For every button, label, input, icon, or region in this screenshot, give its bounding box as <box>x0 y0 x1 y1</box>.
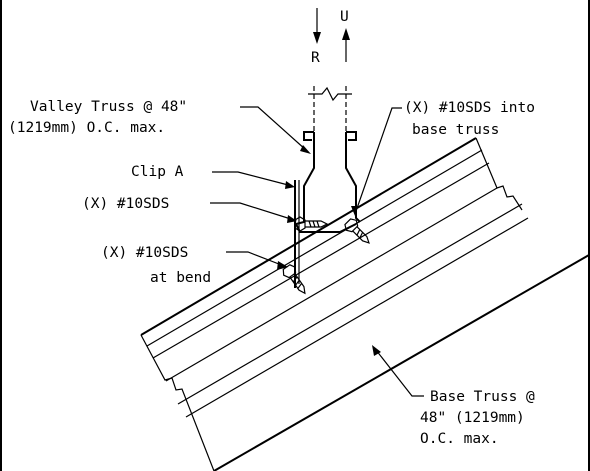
base-truss-left-break <box>140 334 215 471</box>
screws-bend-line-1: (X) #10SDS <box>101 245 188 261</box>
base-truss-line-2: 48" (1219mm) <box>420 410 525 426</box>
valley-bottom-seat <box>295 223 357 233</box>
base-truss-leader-arrow <box>372 345 381 356</box>
screws-vertical-leader-arrow <box>287 215 297 223</box>
callout-clip-a: Clip A <box>131 164 295 189</box>
screw-base-shank <box>352 226 370 244</box>
base-truss-line-3 <box>165 187 498 382</box>
base-truss <box>140 137 590 471</box>
valley-break-line <box>308 86 352 102</box>
base-truss-line-4 <box>177 203 523 405</box>
base-truss-line-3: O.C. max. <box>420 431 499 447</box>
base-truss-bottom-edge <box>213 254 590 471</box>
screw-at-bend <box>282 264 306 295</box>
screw-bend-head <box>282 264 297 279</box>
clip-a-label: Clip A <box>131 164 184 180</box>
screw-vertical <box>294 216 329 232</box>
callout-screws-vertical: (X) #10SDS <box>82 196 297 223</box>
callout-screws-base: (X) #10SDS into base truss <box>351 100 535 216</box>
base-truss-line-1: Base Truss @ <box>430 389 535 405</box>
base-truss-line-5 <box>185 217 529 418</box>
callout-base-truss: Base Truss @ 48" (1219mm) O.C. max. <box>372 345 535 447</box>
base-truss-top-edge <box>140 137 477 336</box>
screws-vertical-leader <box>210 202 295 221</box>
load-arrows: U R <box>311 8 350 66</box>
screws-base-leader <box>354 107 402 215</box>
screw-base-head <box>344 218 359 233</box>
base-truss-line-2 <box>152 162 490 359</box>
screws-base-line-2: base truss <box>412 122 499 138</box>
base-truss-leader <box>375 349 424 397</box>
clip-a-leader-arrow <box>285 181 295 189</box>
callout-valley-truss: Valley Truss @ 48" (1219mm) O.C. max. <box>8 99 311 154</box>
screws-base-line-1: (X) #10SDS into <box>404 100 535 116</box>
valley-truss-line-2: (1219mm) O.C. max. <box>8 120 165 136</box>
screws-vertical-label: (X) #10SDS <box>82 196 169 212</box>
screws-bend-leader-arrow <box>277 261 288 270</box>
screw-into-base <box>344 218 370 244</box>
base-truss-line-1 <box>146 149 483 347</box>
valley-truss-leader-arrow <box>300 145 311 154</box>
valley-right-web <box>345 132 361 223</box>
u-arrowhead <box>342 28 350 40</box>
callout-screws-bend: (X) #10SDS at bend <box>101 245 288 286</box>
screws-bend-leader <box>226 251 285 267</box>
valley-truss-leader <box>240 106 307 151</box>
screw-vertical-head <box>294 216 306 232</box>
screw-vertical-shank <box>305 220 329 228</box>
valley-truss <box>295 86 361 233</box>
valley-left-flange <box>303 131 314 141</box>
r-label: R <box>311 50 320 66</box>
valley-truss-line-1: Valley Truss @ 48" <box>30 99 187 115</box>
valley-left-web <box>295 132 315 225</box>
screws-bend-line-2: at bend <box>150 270 211 286</box>
r-arrowhead <box>313 32 321 44</box>
u-label: U <box>340 9 349 25</box>
base-truss-right-break <box>475 137 523 211</box>
screws-base-leader-arrow <box>351 206 358 216</box>
screw-bend-shank <box>289 273 306 295</box>
valley-right-flange <box>346 131 357 141</box>
clip-a-leader <box>212 171 293 187</box>
